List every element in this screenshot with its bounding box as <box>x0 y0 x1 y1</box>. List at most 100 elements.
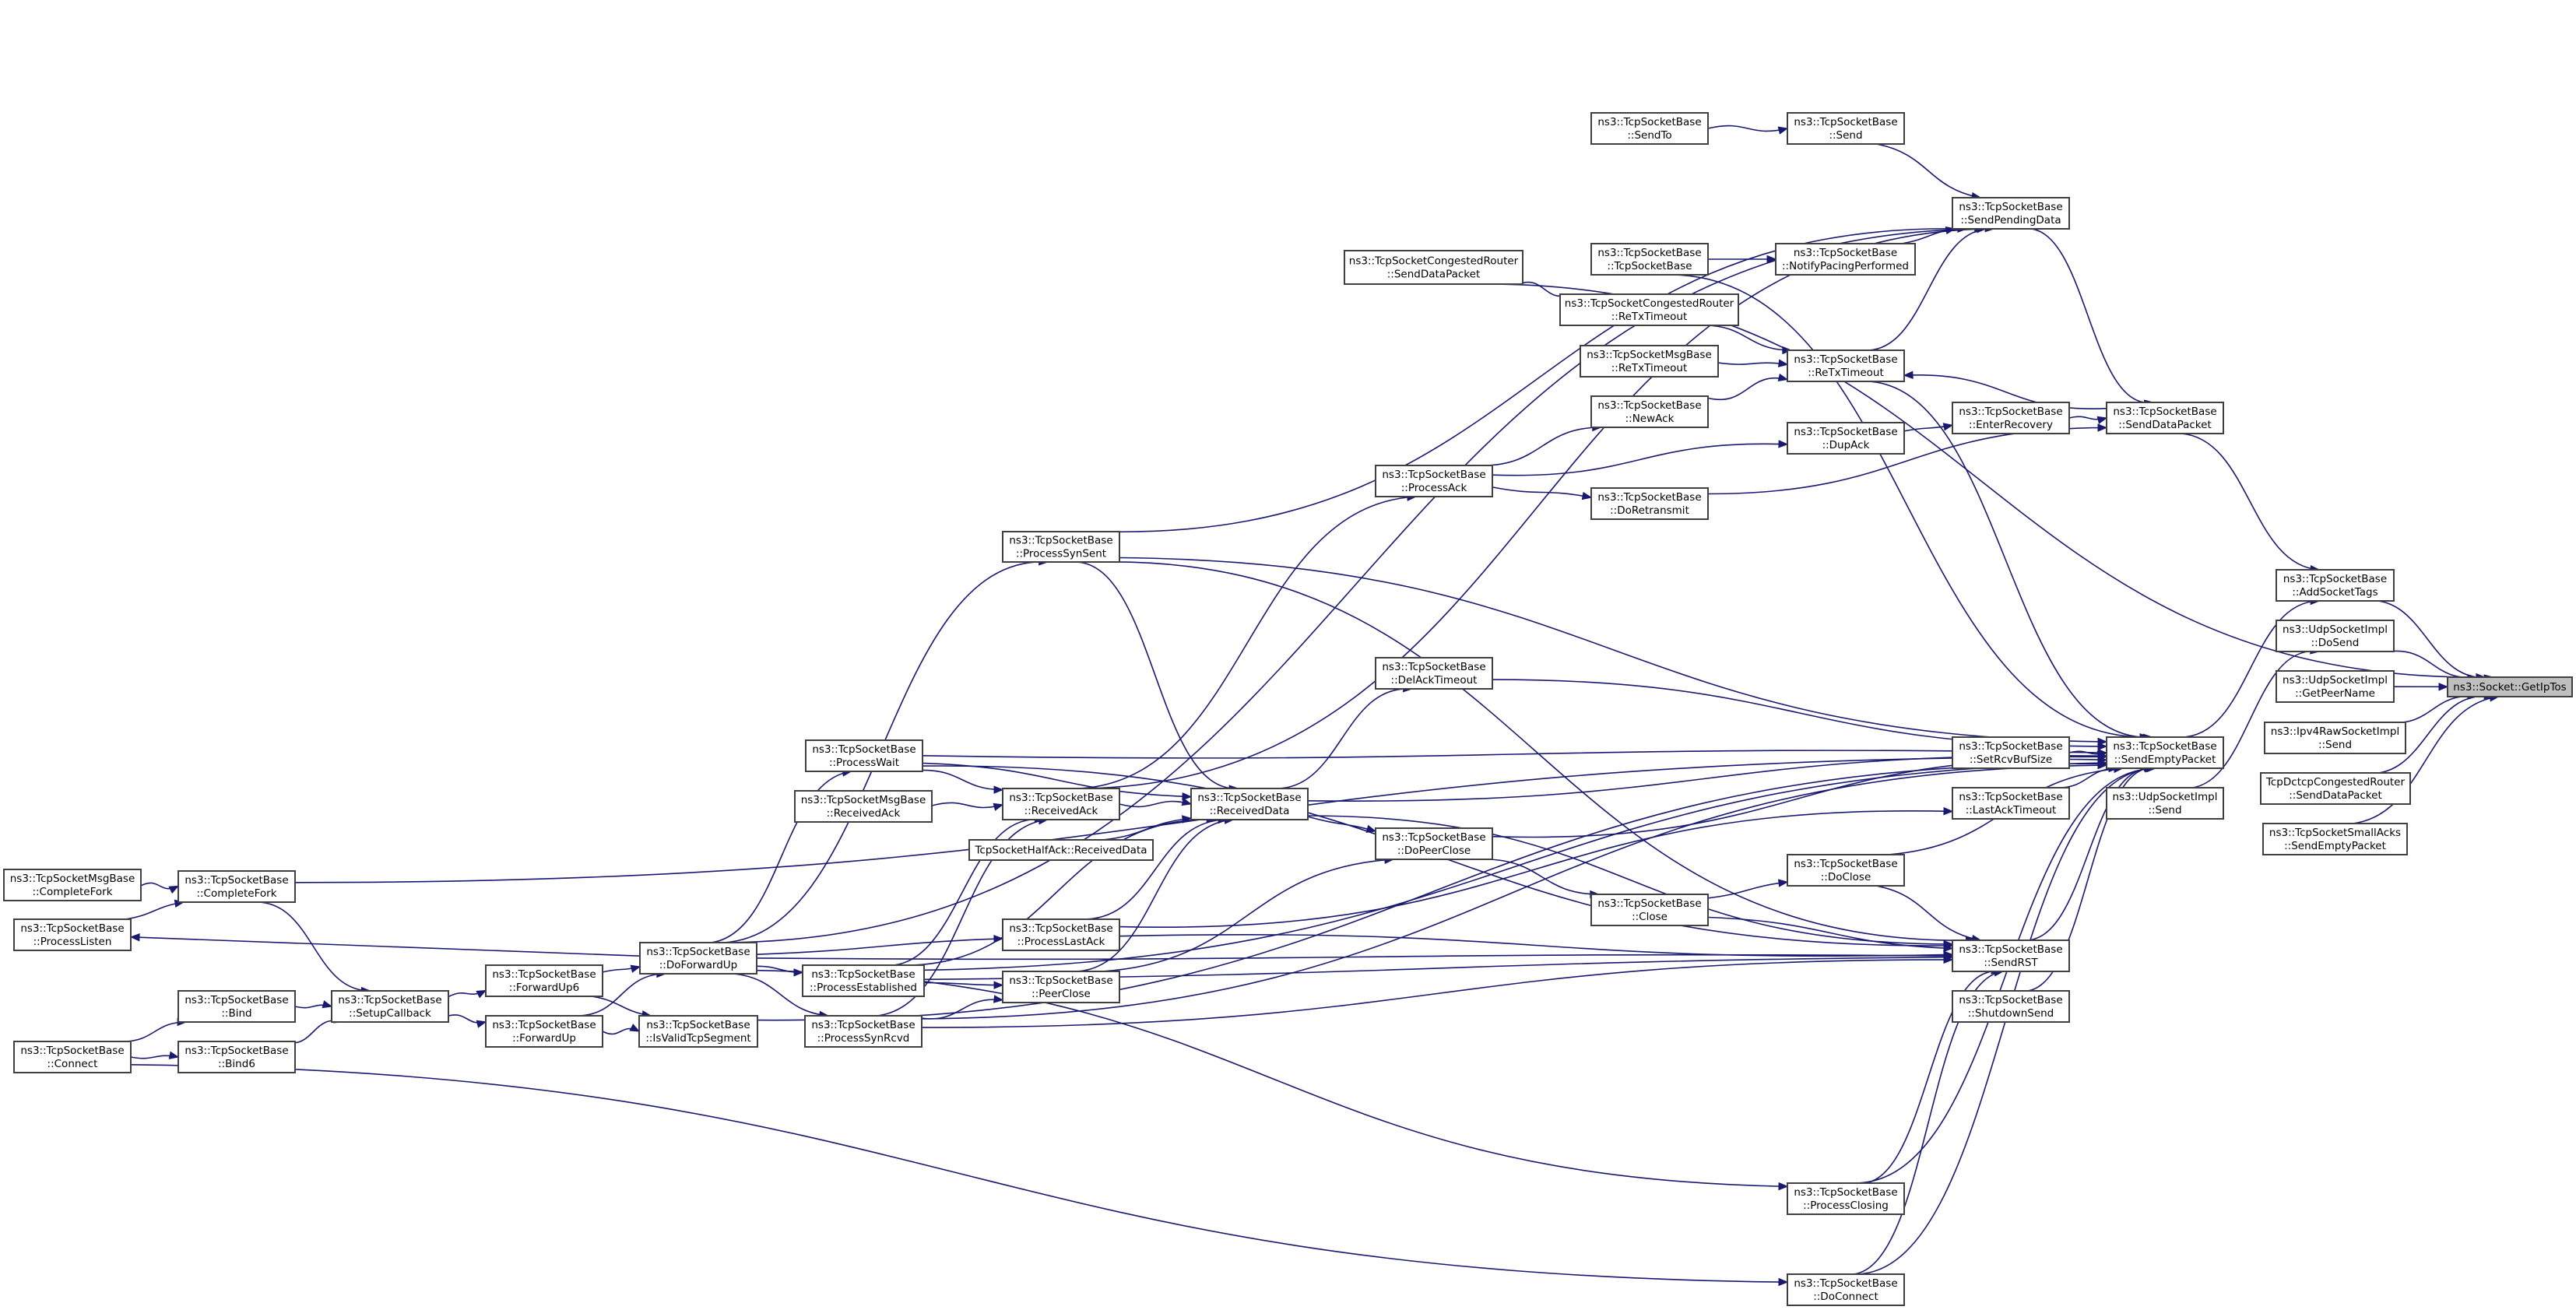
node-box[interactable] <box>1952 787 2070 820</box>
node-box[interactable] <box>805 739 923 772</box>
node-processestablished[interactable]: ns3::TcpSocketBase::ProcessEstablished <box>802 964 925 997</box>
node-cr_retxtimeout[interactable]: ns3::TcpSocketCongestedRouter::ReTxTimeo… <box>1559 293 1739 326</box>
node-processlastack[interactable]: ns3::TcpSocketBase::ProcessLastAck <box>1002 918 1120 951</box>
node-msg_receivedack[interactable]: ns3::TcpSocketMsgBase::ReceivedAck <box>794 790 933 823</box>
node-shutdownsend[interactable]: ns3::TcpSocketBase::ShutdownSend <box>1952 990 2070 1023</box>
node-box[interactable] <box>1787 349 1905 382</box>
node-box[interactable] <box>1590 894 1709 926</box>
node-doretransmit[interactable]: ns3::TcpSocketBase::DoRetransmit <box>1590 487 1709 520</box>
node-bind[interactable]: ns3::TcpSocketBase::Bind <box>177 990 296 1023</box>
node-ipv4raw_send[interactable]: ns3::Ipv4RawSocketImpl::Send <box>2264 722 2406 754</box>
node-box[interactable] <box>13 1041 132 1073</box>
node-processsynsent[interactable]: ns3::TcpSocketBase::ProcessSynSent <box>1002 531 1120 563</box>
node-peerclose[interactable]: ns3::TcpSocketBase::PeerClose <box>1002 971 1120 1003</box>
node-box[interactable] <box>3 869 142 901</box>
node-udp_dosend[interactable]: ns3::UdpSocketImpl::DoSend <box>2276 620 2395 652</box>
node-box[interactable] <box>1002 918 1120 951</box>
node-forwardup6[interactable]: ns3::TcpSocketBase::ForwardUp6 <box>485 964 603 997</box>
node-box[interactable] <box>1002 971 1120 1003</box>
node-box[interactable] <box>639 942 757 975</box>
node-box[interactable] <box>1952 736 2070 769</box>
node-close[interactable]: ns3::TcpSocketBase::Close <box>1590 894 1709 926</box>
node-dctcp_senddatapacket[interactable]: TcpDctcpCongestedRouter::SendDataPacket <box>2260 772 2411 805</box>
node-box[interactable] <box>1375 827 1493 860</box>
node-bind6[interactable]: ns3::TcpSocketBase::Bind6 <box>177 1041 296 1073</box>
node-send[interactable]: ns3::TcpSocketBase::Send <box>1787 112 1905 145</box>
node-udp_getpeername[interactable]: ns3::UdpSocketImpl::GetPeerName <box>2276 670 2395 703</box>
node-delacktimeout[interactable]: ns3::TcpSocketBase::DelAckTimeout <box>1375 657 1493 690</box>
node-box[interactable] <box>177 870 296 903</box>
node-processack[interactable]: ns3::TcpSocketBase::ProcessAck <box>1375 465 1493 497</box>
node-sendemptypacket[interactable]: ns3::TcpSocketBase::SendEmptyPacket <box>2106 736 2224 769</box>
node-box[interactable] <box>331 990 449 1023</box>
node-doforwardup[interactable]: ns3::TcpSocketBase::DoForwardUp <box>639 942 757 975</box>
node-connect[interactable]: ns3::TcpSocketBase::Connect <box>13 1041 132 1073</box>
node-getiptos[interactable]: ns3::Socket::GetIpTos <box>2447 676 2573 697</box>
node-box[interactable] <box>1787 112 1905 145</box>
node-sendpendingdata[interactable]: ns3::TcpSocketBase::SendPendingData <box>1952 197 2070 230</box>
node-box[interactable] <box>802 964 925 997</box>
node-smallacks_sendemptypacket[interactable]: ns3::TcpSocketSmallAcks::SendEmptyPacket <box>2262 823 2408 855</box>
node-forwardup[interactable]: ns3::TcpSocketBase::ForwardUp <box>485 1015 603 1048</box>
node-box[interactable] <box>1190 788 1309 820</box>
node-box[interactable] <box>1559 293 1739 326</box>
node-box[interactable] <box>2276 569 2395 602</box>
node-processlisten[interactable]: ns3::TcpSocketBase::ProcessListen <box>13 918 132 951</box>
node-box[interactable] <box>1787 422 1905 455</box>
node-box[interactable] <box>1002 788 1120 820</box>
node-box[interactable] <box>485 1015 603 1048</box>
node-processsynrcvd[interactable]: ns3::TcpSocketBase::ProcessSynRcvd <box>804 1015 923 1048</box>
node-box[interactable] <box>794 790 933 823</box>
node-box[interactable] <box>2264 722 2406 754</box>
node-dopeerclose[interactable]: ns3::TcpSocketBase::DoPeerClose <box>1375 827 1493 860</box>
node-processwait[interactable]: ns3::TcpSocketBase::ProcessWait <box>805 739 923 772</box>
node-box[interactable] <box>485 964 603 997</box>
node-dupack[interactable]: ns3::TcpSocketBase::DupAck <box>1787 422 1905 455</box>
node-box[interactable] <box>1787 1273 1905 1306</box>
node-box[interactable] <box>1590 487 1709 520</box>
node-box[interactable] <box>2106 787 2224 820</box>
node-box[interactable] <box>13 918 132 951</box>
node-box[interactable] <box>1590 112 1709 145</box>
node-box[interactable] <box>1580 345 1719 378</box>
node-box[interactable] <box>2262 823 2408 855</box>
node-receivedack[interactable]: ns3::TcpSocketBase::ReceivedAck <box>1002 788 1120 820</box>
node-notifypacing[interactable]: ns3::TcpSocketBase::NotifyPacingPerforme… <box>1775 243 1916 276</box>
node-isvalidtcpsegment[interactable]: ns3::TcpSocketBase::IsValidTcpSegment <box>638 1015 758 1048</box>
node-senddatapacket[interactable]: ns3::TcpSocketBase::SendDataPacket <box>2106 402 2224 434</box>
node-doclose[interactable]: ns3::TcpSocketBase::DoClose <box>1787 854 1905 887</box>
node-box[interactable] <box>1952 197 2070 230</box>
node-setrcvbufsize[interactable]: ns3::TcpSocketBase::SetRcvBufSize <box>1952 736 2070 769</box>
node-box[interactable] <box>1590 243 1709 276</box>
node-box[interactable] <box>2447 676 2573 697</box>
node-sendrst[interactable]: ns3::TcpSocketBase::SendRST <box>1952 939 2070 972</box>
node-msg_retxtimeout[interactable]: ns3::TcpSocketMsgBase::ReTxTimeout <box>1580 345 1719 378</box>
node-processclosing[interactable]: ns3::TcpSocketBase::ProcessClosing <box>1787 1182 1905 1215</box>
node-box[interactable] <box>1344 250 1523 285</box>
node-box[interactable] <box>1775 243 1916 276</box>
node-box[interactable] <box>2106 736 2224 769</box>
node-doconnect[interactable]: ns3::TcpSocketBase::DoConnect <box>1787 1273 1905 1306</box>
node-box[interactable] <box>1590 395 1709 428</box>
node-box[interactable] <box>1952 402 2070 434</box>
node-newack[interactable]: ns3::TcpSocketBase::NewAck <box>1590 395 1709 428</box>
node-retxtimeout[interactable]: ns3::TcpSocketBase::ReTxTimeout <box>1787 349 1905 382</box>
node-box[interactable] <box>1787 1182 1905 1215</box>
node-box[interactable] <box>2276 670 2395 703</box>
node-receiveddata[interactable]: ns3::TcpSocketBase::ReceivedData <box>1190 788 1309 820</box>
node-addsockettags[interactable]: ns3::TcpSocketBase::AddSocketTags <box>2276 569 2395 602</box>
node-box[interactable] <box>177 1041 296 1073</box>
node-sendto[interactable]: ns3::TcpSocketBase::SendTo <box>1590 112 1709 145</box>
node-box[interactable] <box>2276 620 2395 652</box>
node-halfack_receiveddata[interactable]: TcpSocketHalfAck::ReceivedData <box>968 839 1154 861</box>
node-lastacktimeout[interactable]: ns3::TcpSocketBase::LastAckTimeout <box>1952 787 2070 820</box>
node-box[interactable] <box>2260 772 2411 805</box>
node-box[interactable] <box>968 839 1154 861</box>
node-box[interactable] <box>1952 990 2070 1023</box>
node-box[interactable] <box>1002 531 1120 563</box>
node-box[interactable] <box>638 1015 758 1048</box>
node-udp_send[interactable]: ns3::UdpSocketImpl::Send <box>2106 787 2224 820</box>
node-box[interactable] <box>804 1015 923 1048</box>
node-enterrecovery[interactable]: ns3::TcpSocketBase::EnterRecovery <box>1952 402 2070 434</box>
node-ctor[interactable]: ns3::TcpSocketBase::TcpSocketBase <box>1590 243 1709 276</box>
